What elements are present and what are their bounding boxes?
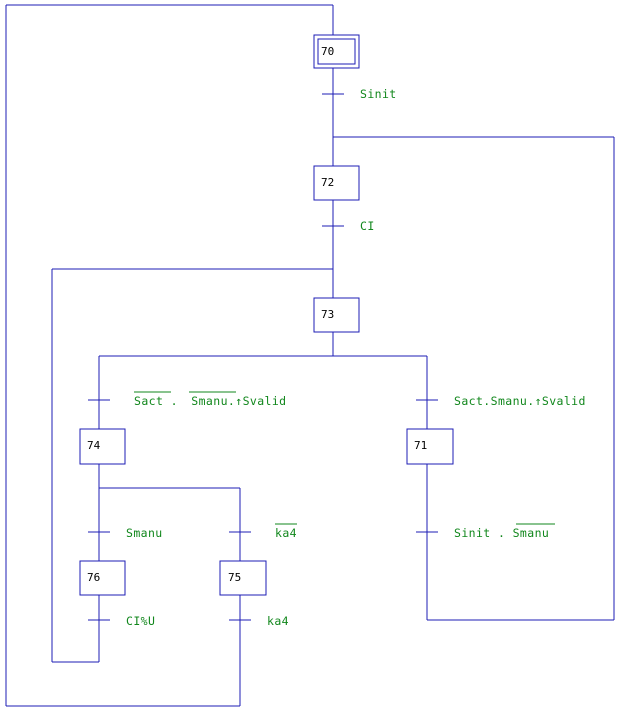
step-76[interactable]: 76 <box>79 560 126 596</box>
condition-71-72: Sinit . Smanu <box>454 523 555 540</box>
step-75-box <box>219 560 267 596</box>
step-71[interactable]: 71 <box>406 428 454 465</box>
condition-73-71: Sact.Smanu.↑Svalid <box>454 394 586 408</box>
condition-74-76: Smanu <box>126 526 163 540</box>
condition-71-72-sinit: Sinit . <box>454 526 513 540</box>
condition-73-74-sep2: . <box>228 394 235 408</box>
svg-text:Sact . Smanu.↑Svalid: Sact . Smanu.↑Svalid <box>134 394 287 408</box>
condition-75-70: ka4 <box>267 614 289 628</box>
condition-73-71-svalid: Svalid <box>542 394 586 408</box>
connection-lines <box>5 4 615 707</box>
step-73[interactable]: 73 <box>313 297 360 333</box>
step-74[interactable]: 74 <box>79 428 126 465</box>
step-70-label: 70 <box>321 45 334 58</box>
step-72[interactable]: 72 <box>313 165 360 201</box>
condition-74-75-text: ka4 <box>275 526 297 540</box>
svg-text:Sinit . Smanu: Sinit . Smanu <box>454 526 549 540</box>
step-75[interactable]: 75 <box>219 560 267 596</box>
condition-73-74-sact: Sact <box>134 394 163 408</box>
condition-73-74-sep1: . <box>163 394 185 408</box>
condition-71-72-smanu: Smanu <box>513 526 550 540</box>
step-74-box <box>79 428 126 465</box>
step-72-label: 72 <box>321 176 334 189</box>
condition-73-74-smanu: Smanu <box>191 394 228 408</box>
rising-edge-icon: ↑ <box>535 394 542 408</box>
step-71-label: 71 <box>414 439 427 452</box>
step-74-label: 74 <box>87 439 101 452</box>
transition-ticks <box>88 93 438 621</box>
step-71-box <box>406 428 454 465</box>
step-72-box <box>313 165 360 201</box>
step-70[interactable]: 70 <box>313 34 360 69</box>
condition-74-75: ka4 <box>275 523 297 540</box>
svg-text:Sact.Smanu.↑Svalid: Sact.Smanu.↑Svalid <box>454 394 586 408</box>
step-76-label: 76 <box>87 571 100 584</box>
condition-73-71-text: Sact.Smanu. <box>454 394 535 408</box>
step-70-inner-box <box>317 38 356 65</box>
step-75-label: 75 <box>228 571 241 584</box>
condition-76-73: CI%U <box>126 614 155 628</box>
condition-70-72: Sinit <box>360 87 397 101</box>
rising-edge-icon: ↑ <box>235 394 242 408</box>
step-73-box <box>313 297 360 333</box>
condition-73-74-svalid: Svalid <box>243 394 287 408</box>
condition-72-73: CI <box>360 219 375 233</box>
step-73-label: 73 <box>321 308 334 321</box>
condition-73-74: Sact . Smanu.↑Svalid <box>134 391 287 408</box>
step-76-box <box>79 560 126 596</box>
